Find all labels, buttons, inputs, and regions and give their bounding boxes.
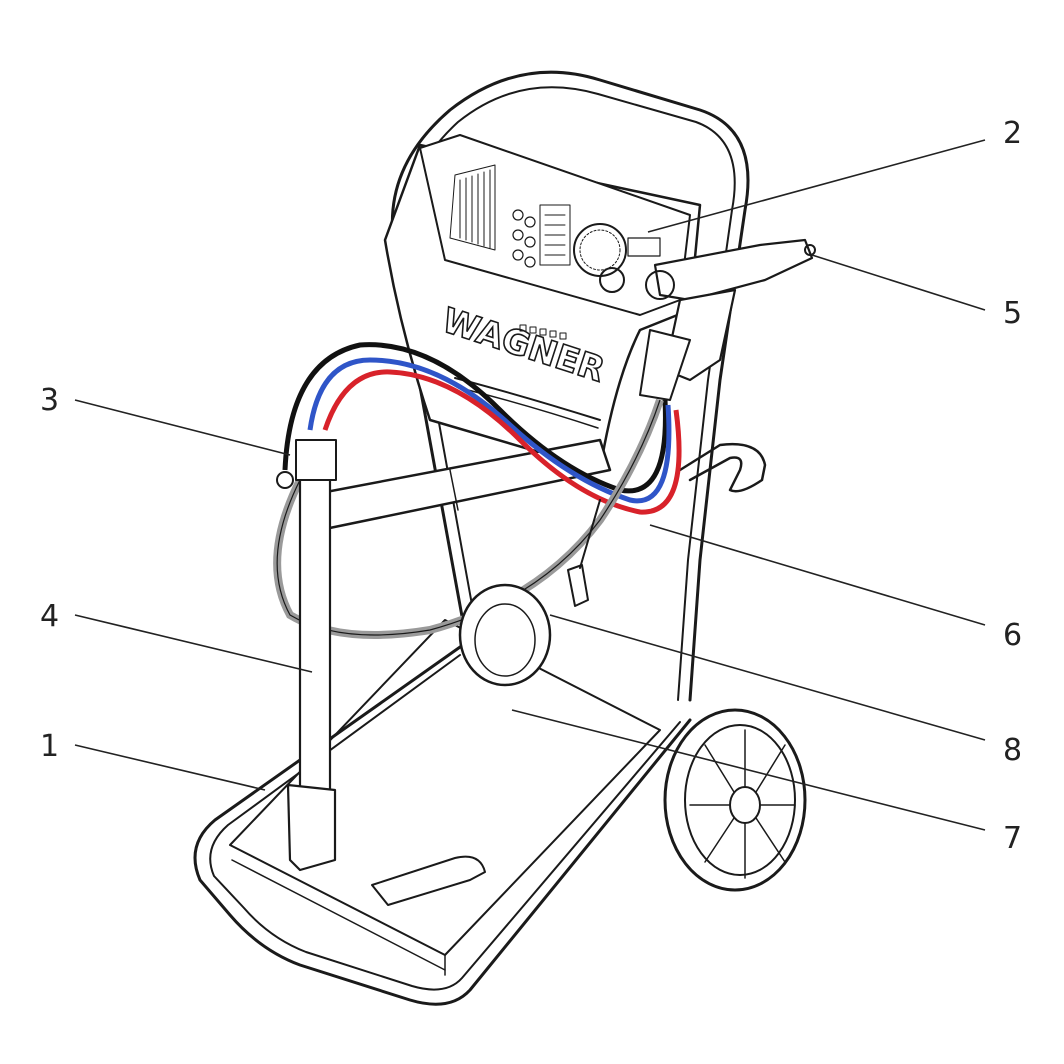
gun-holder-hook bbox=[678, 442, 767, 493]
leader-2 bbox=[647, 139, 986, 233]
display-indicators bbox=[539, 204, 571, 266]
leader-1 bbox=[74, 744, 266, 791]
cart-cross-bar bbox=[308, 438, 612, 532]
spray-gun bbox=[639, 238, 816, 401]
leader-6 bbox=[649, 524, 986, 626]
control-buttons bbox=[512, 209, 536, 268]
leader-8 bbox=[549, 614, 986, 741]
callout-8: 8 bbox=[1003, 733, 1022, 768]
leader-lines bbox=[74, 139, 986, 831]
leader-3 bbox=[74, 399, 291, 456]
callout-3: 3 bbox=[40, 383, 59, 418]
callout-6: 6 bbox=[1003, 618, 1022, 653]
suction-tube-foot bbox=[286, 783, 337, 872]
digital-display bbox=[627, 237, 661, 257]
hose-connector bbox=[567, 564, 589, 607]
callout-7: 7 bbox=[1003, 821, 1022, 856]
powder-injector bbox=[295, 439, 337, 481]
wheel-front bbox=[663, 708, 807, 892]
callout-1: 1 bbox=[40, 729, 59, 764]
hose-blue bbox=[307, 357, 672, 504]
wheel-rear bbox=[458, 583, 552, 687]
callout-2: 2 bbox=[1003, 116, 1022, 151]
suction-tube bbox=[298, 468, 332, 792]
gauge-dial bbox=[573, 223, 627, 293]
hose-black bbox=[282, 342, 668, 494]
leader-4 bbox=[74, 614, 313, 673]
indicator-squares bbox=[519, 324, 567, 340]
leader-5 bbox=[811, 254, 986, 311]
suction-tube-assembly bbox=[276, 439, 337, 872]
callout-5: 5 bbox=[1003, 296, 1022, 331]
hose-bundle bbox=[273, 342, 682, 639]
vent-grille bbox=[449, 164, 496, 251]
callout-labels: 1 2 3 4 5 6 7 8 bbox=[40, 116, 1022, 856]
hose-red bbox=[322, 369, 682, 515]
callout-4: 4 bbox=[40, 599, 59, 634]
leader-7 bbox=[511, 709, 986, 831]
